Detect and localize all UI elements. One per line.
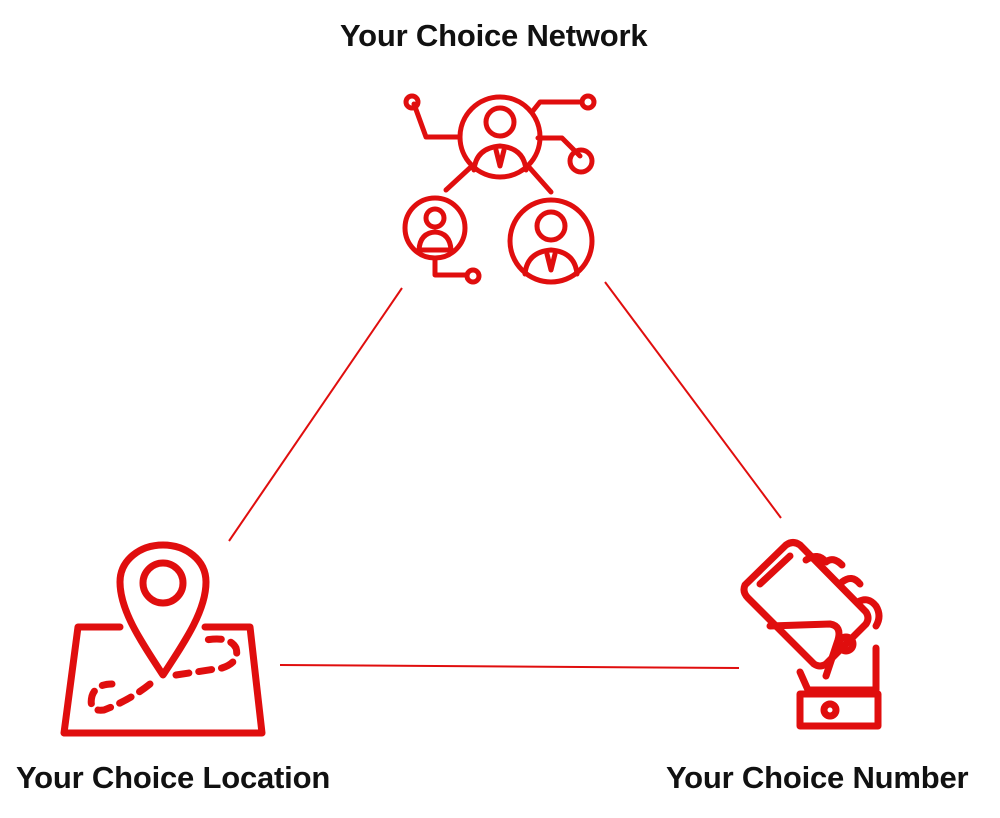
location-label: Your Choice Location [16,760,331,795]
number-label: Your Choice Number [666,760,969,795]
connector-network-number [604,281,782,519]
connector-network-location [228,287,403,542]
hand-phone-icon [740,539,883,730]
map-pin-icon [60,541,266,737]
network-label: Your Choice Network [340,18,648,53]
connector-location-number [279,664,740,669]
network-users-icon [402,93,597,285]
